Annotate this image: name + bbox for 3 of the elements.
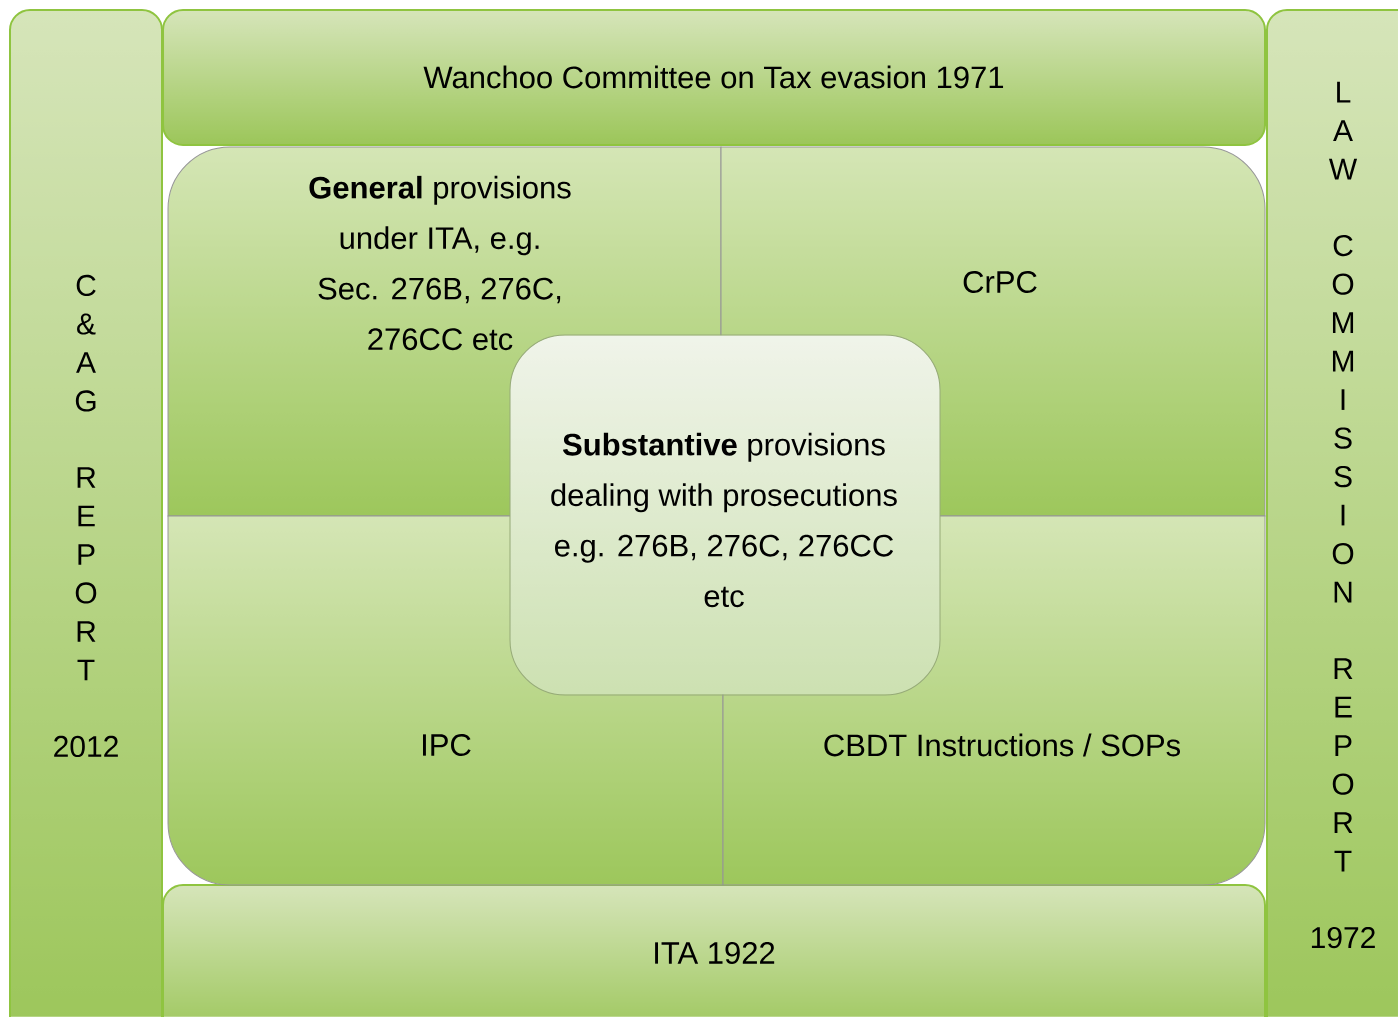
side-band: C&AG REPORT 2012 <box>9 9 163 1017</box>
header-band: Wanchoo Committee on Tax evasion 1971 <box>162 9 1266 146</box>
side-band: LAW COMMISSION REPORT 1972 <box>1266 9 1398 1017</box>
